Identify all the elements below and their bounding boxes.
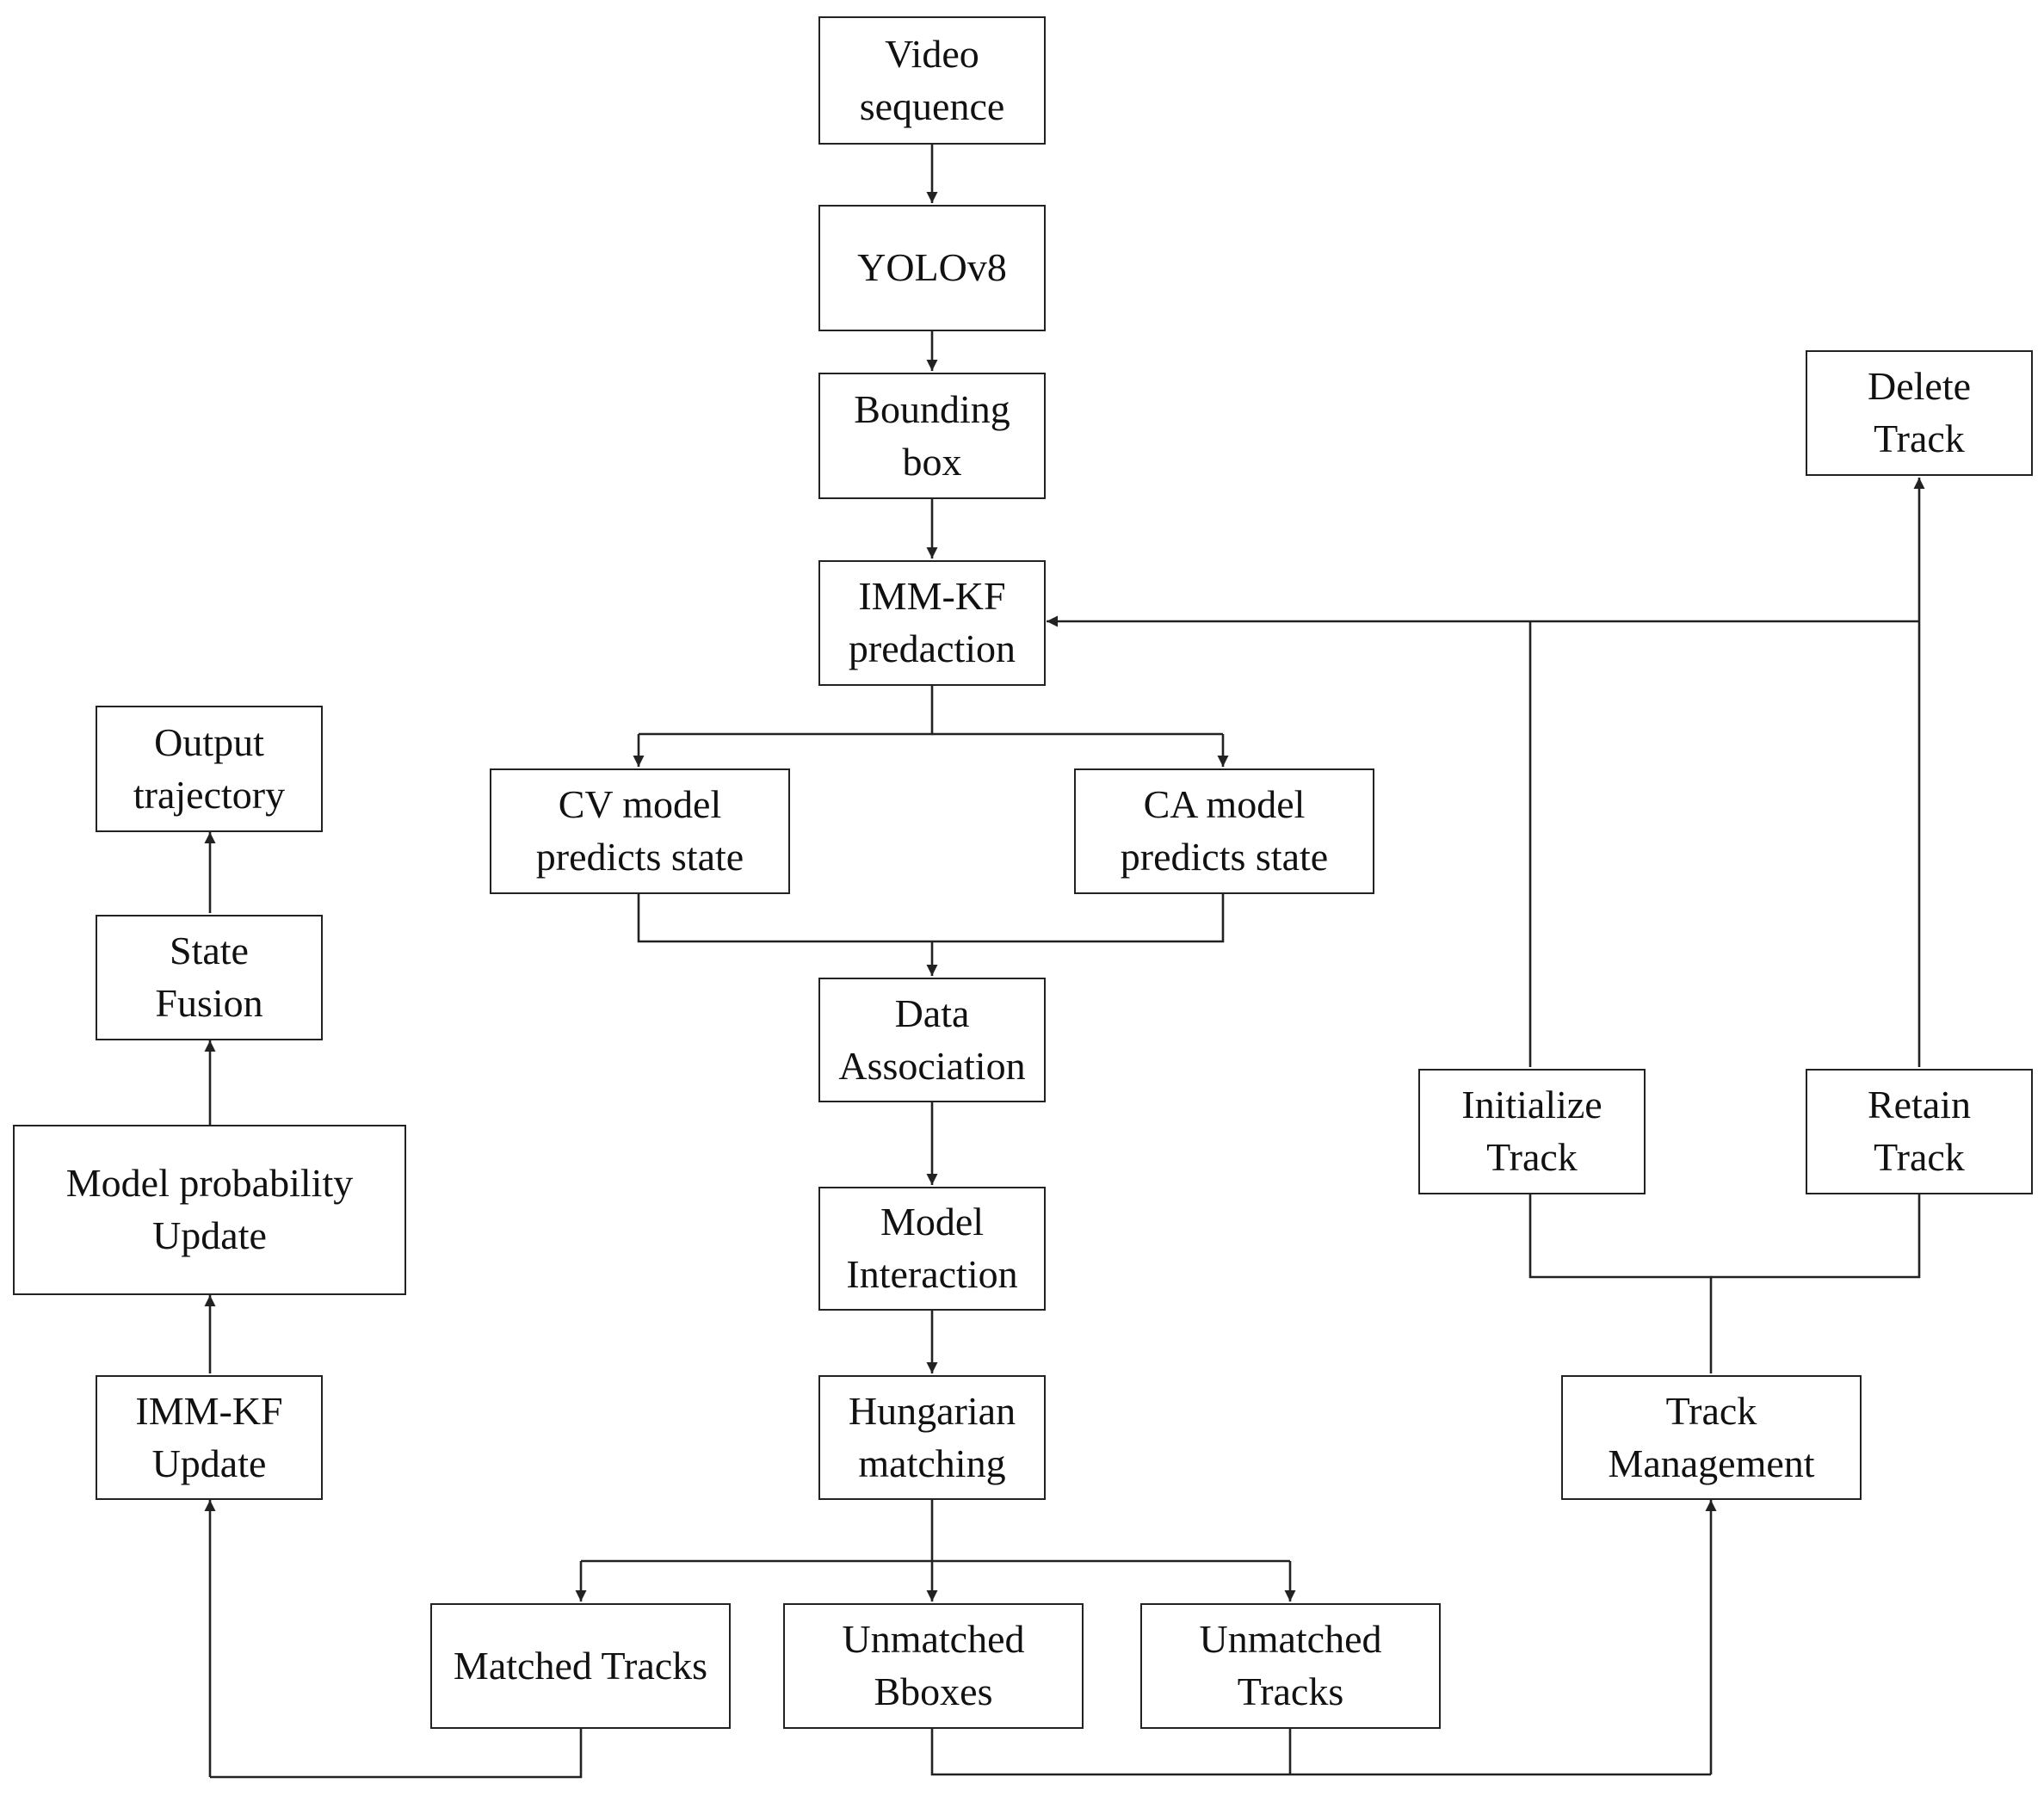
data-association-label: Data Association: [838, 990, 1026, 1088]
bounding-box-label: Bounding box: [854, 386, 1010, 484]
bounding-box-box: Bounding box: [818, 373, 1046, 499]
cv-model-box: CV model predicts state: [490, 768, 790, 894]
state-fusion-label: State Fusion: [155, 929, 263, 1025]
hungarian-matching-label: Hungarian matching: [848, 1388, 1016, 1485]
yolov8-box: YOLOv8: [818, 205, 1046, 331]
line-cv-ca-merge: [637, 894, 1225, 943]
output-trajectory-box: Output trajectory: [96, 706, 323, 832]
unmatched-bboxes-label: Unmatched Bboxes: [842, 1617, 1025, 1713]
initialize-track-label: Initialize Track: [1461, 1083, 1602, 1179]
data-association-box: Data Association: [818, 978, 1046, 1102]
line-management-split: [1528, 1194, 1713, 1373]
delete-track-label: Delete Track: [1867, 364, 1972, 460]
unmatched-bboxes-box: Unmatched Bboxes: [783, 1603, 1084, 1729]
model-interaction-box: Model Interaction: [818, 1187, 1046, 1311]
ca-model-box: CA model predicts state: [1074, 768, 1374, 894]
delete-track-box: Delete Track: [1806, 350, 2033, 476]
imm-kf-update-label: IMM-KF Update: [135, 1388, 283, 1485]
unmatched-tracks-label: Unmatched Tracks: [1199, 1617, 1382, 1713]
yolov8-label: YOLOv8: [857, 245, 1007, 290]
track-management-box: Track Management: [1561, 1375, 1862, 1500]
unmatched-tracks-box: Unmatched Tracks: [1140, 1603, 1441, 1729]
model-interaction-label: Model Interaction: [846, 1200, 1018, 1296]
video-sequence-box: Video sequence: [818, 16, 1046, 145]
output-trajectory-label: Output trajectory: [133, 719, 286, 817]
retain-track-label: Retain Track: [1867, 1083, 1972, 1179]
line-management-to-retain: [1711, 1194, 1921, 1279]
hungarian-matching-box: Hungarian matching: [818, 1375, 1046, 1500]
retain-track-box: Retain Track: [1806, 1069, 2033, 1194]
imm-kf-predaction-label: IMM-KF predaction: [848, 574, 1016, 670]
matched-tracks-box: Matched Tracks: [430, 1603, 731, 1729]
line-predaction-split: [639, 686, 934, 736]
cv-model-label: CV model predicts state: [535, 782, 744, 879]
video-sequence-label: Video sequence: [859, 31, 1005, 128]
matched-tracks-label: Matched Tracks: [453, 1643, 708, 1688]
line-matched-to-update: [210, 1729, 583, 1779]
model-probability-update-box: Model probability Update: [13, 1125, 406, 1295]
model-probability-update-label: Model probability Update: [65, 1161, 354, 1257]
imm-kf-predaction-box: IMM-KF predaction: [818, 560, 1046, 686]
ca-model-label: CA model predicts state: [1120, 782, 1329, 879]
track-management-label: Track Management: [1608, 1388, 1815, 1485]
line-unmatched-to-management: [930, 1729, 1711, 1776]
initialize-track-box: Initialize Track: [1418, 1069, 1646, 1194]
imm-kf-update-box: IMM-KF Update: [96, 1375, 323, 1500]
state-fusion-box: State Fusion: [96, 915, 323, 1040]
